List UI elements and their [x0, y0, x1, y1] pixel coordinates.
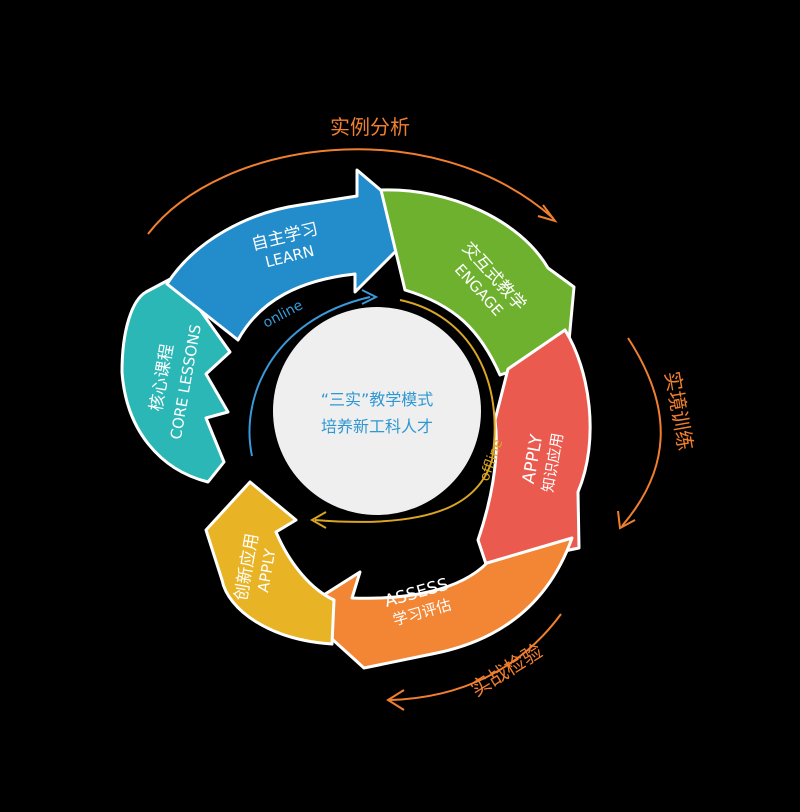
- segment-apply-innovate: [204, 480, 336, 646]
- segment-assess: [298, 536, 574, 670]
- outer-label-practice-test: 实战检验: [466, 639, 547, 702]
- center-line-2: 培养新工科人才: [321, 417, 433, 436]
- outer-label-case-analysis: 实例分析: [330, 115, 410, 139]
- outer-label-scenario-training: 实境训练: [660, 369, 698, 452]
- center-line-1: “三实”教学模式: [321, 390, 434, 409]
- inner-arc-online-arrowhead: [361, 289, 379, 305]
- outer-arc-practice-test: [389, 613, 562, 701]
- center-circle: [273, 307, 481, 515]
- outer-arc-scenario-training-arrowhead: [617, 510, 636, 530]
- outer-arc-scenario-training: [621, 337, 662, 527]
- inner-arc-offline: [314, 299, 496, 523]
- outer-arc-case-analysis-arrowhead: [537, 204, 558, 223]
- segment-apply-knowledge: [476, 328, 592, 569]
- inner-arc-offline-arrowhead: [309, 511, 327, 529]
- outer-arc-practice-test-arrowhead: [386, 689, 405, 711]
- outer-arc-case-analysis: [147, 148, 554, 235]
- inner-arc-online: [248, 296, 371, 457]
- segment-engage: [379, 188, 576, 377]
